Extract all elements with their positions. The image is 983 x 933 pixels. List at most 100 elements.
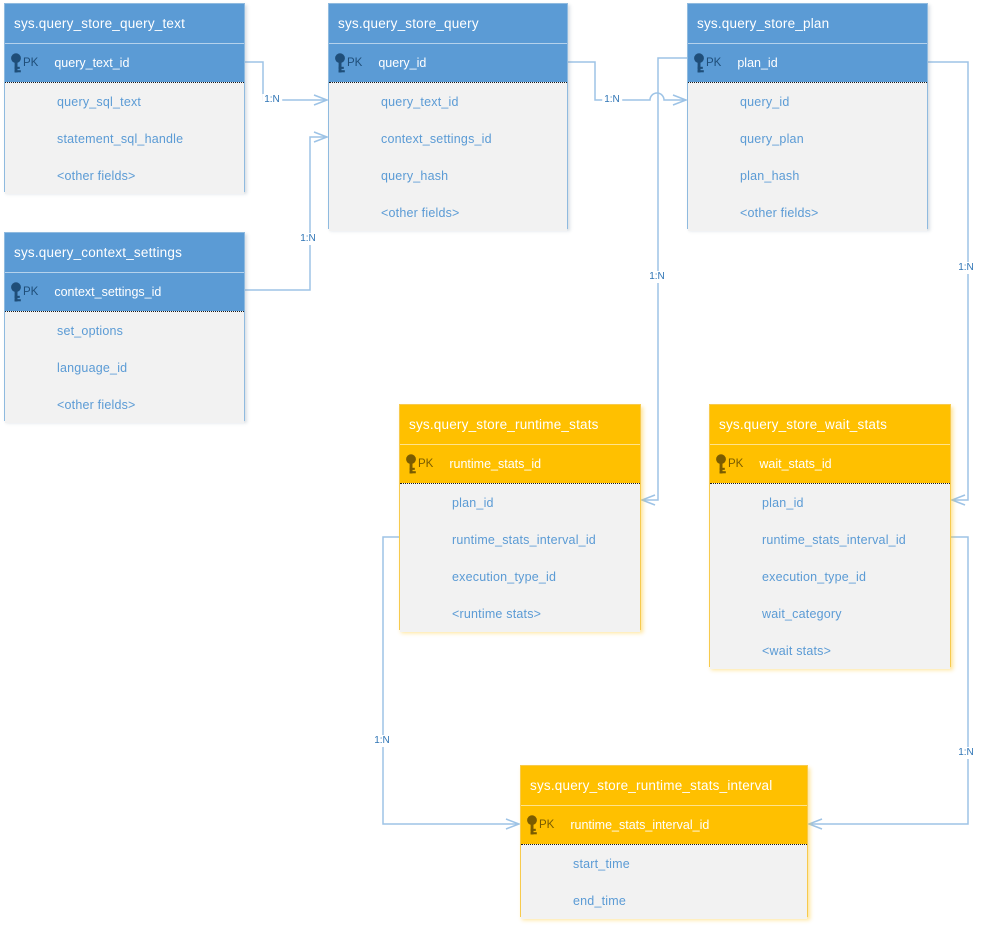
table-title-bar: sys.query_store_plan	[688, 4, 927, 44]
key-icon	[10, 281, 22, 303]
field-row: set_options	[5, 312, 244, 349]
field-name: query_hash	[381, 168, 449, 183]
table-body: plan_id runtime_stats_interval_id execut…	[710, 483, 950, 669]
table-body: plan_id runtime_stats_interval_id execut…	[400, 483, 640, 632]
field-name: <wait stats>	[762, 643, 832, 658]
relationship-label: 1:N	[372, 735, 392, 747]
field-row: plan_id	[400, 484, 640, 521]
field-row: <other fields>	[5, 386, 244, 423]
field-row: runtime_stats_interval_id	[710, 521, 950, 558]
key-icon	[10, 52, 22, 74]
field-name: <other fields>	[57, 168, 136, 183]
relationship-label: 1:N	[956, 262, 976, 274]
field-name: start_time	[573, 856, 630, 871]
field-name: end_time	[573, 893, 627, 908]
field-name: runtime_stats_interval_id	[762, 532, 906, 547]
field-row: execution_type_id	[400, 558, 640, 595]
table-title-bar: sys.query_store_runtime_stats	[400, 405, 640, 445]
field-row: end_time	[521, 882, 807, 919]
table-query-context-settings: sys.query_context_settings PK context_se…	[4, 232, 245, 423]
field-row: execution_type_id	[710, 558, 950, 595]
table-query-store-plan: sys.query_store_plan PK plan_id query_id…	[687, 3, 928, 231]
table-body: query_text_id context_settings_id query_…	[329, 82, 567, 231]
pk-field-name: context_settings_id	[54, 285, 162, 299]
relationship-wait-stats-to-interval	[806, 536, 969, 830]
pk-field-name: runtime_stats_id	[449, 457, 542, 471]
field-name: query_id	[740, 94, 790, 109]
relationship-label: 1:N	[298, 233, 318, 245]
field-name: plan_id	[452, 495, 494, 510]
table-query-store-query-text: sys.query_store_query_text PK query_text…	[4, 3, 245, 194]
relationship-query-to-plan	[568, 61, 689, 106]
table-title-bar: sys.query_store_runtime_stats_interval	[521, 766, 807, 806]
pk-tag: PK	[418, 458, 434, 470]
pk-row: PK plan_id	[688, 44, 927, 82]
table-title-bar: sys.query_store_wait_stats	[710, 405, 950, 445]
field-name: <other fields>	[740, 205, 819, 220]
field-row: <wait stats>	[710, 632, 950, 669]
key-icon	[526, 814, 538, 836]
field-name: statement_sql_handle	[57, 131, 184, 146]
table-body: set_options language_id <other fields>	[5, 311, 244, 423]
table-title: sys.query_store_plan	[697, 16, 830, 31]
field-row: plan_hash	[688, 157, 927, 194]
table-title: sys.query_store_runtime_stats_interval	[530, 778, 773, 793]
pk-field-name: query_text_id	[54, 56, 130, 70]
relationship-label: 1:N	[956, 747, 976, 759]
field-name: query_text_id	[381, 94, 459, 109]
table-title: sys.query_store_runtime_stats	[409, 417, 599, 432]
key-icon	[334, 52, 346, 74]
table-title: sys.query_store_query_text	[14, 16, 186, 31]
table-title-bar: sys.query_store_query_text	[5, 4, 244, 44]
pk-row: PK query_id	[329, 44, 567, 82]
table-query-store-query: sys.query_store_query PK query_id query_…	[328, 3, 568, 231]
field-row: query_hash	[329, 157, 567, 194]
field-row: <other fields>	[688, 194, 927, 231]
relationship-query-text-to-query	[245, 61, 330, 106]
field-name: <other fields>	[381, 205, 460, 220]
relationship-plan-to-wait-stats	[928, 61, 969, 506]
field-row: query_plan	[688, 120, 927, 157]
key-icon	[405, 453, 417, 475]
field-name: execution_type_id	[452, 569, 557, 584]
pk-row: PK query_text_id	[5, 44, 244, 82]
field-name: query_plan	[740, 131, 804, 146]
pk-row: PK wait_stats_id	[710, 445, 950, 483]
field-name: wait_category	[762, 606, 842, 621]
pk-field-name: query_id	[378, 56, 427, 70]
pk-row: PK runtime_stats_interval_id	[521, 806, 807, 844]
pk-field-name: wait_stats_id	[759, 457, 832, 471]
table-body: start_time end_time	[521, 844, 807, 919]
key-icon	[715, 453, 727, 475]
relationship-label: 1:N	[262, 94, 282, 106]
pk-row: PK context_settings_id	[5, 273, 244, 311]
field-row: runtime_stats_interval_id	[400, 521, 640, 558]
field-name: plan_hash	[740, 168, 800, 183]
field-row: start_time	[521, 845, 807, 882]
table-title: sys.query_store_wait_stats	[719, 417, 888, 432]
field-row: <other fields>	[5, 157, 244, 194]
pk-row: PK runtime_stats_id	[400, 445, 640, 483]
key-icon	[693, 52, 705, 74]
table-title-bar: sys.query_store_query	[329, 4, 567, 44]
table-title: sys.query_store_query	[338, 16, 479, 31]
table-body: query_id query_plan plan_hash <other fie…	[688, 82, 927, 231]
relationship-runtime-stats-to-interval	[382, 536, 522, 830]
field-name: execution_type_id	[762, 569, 867, 584]
field-row: statement_sql_handle	[5, 120, 244, 157]
table-query-store-wait-stats: sys.query_store_wait_stats PK wait_stats…	[709, 404, 951, 669]
field-row: query_sql_text	[5, 83, 244, 120]
pk-tag: PK	[539, 819, 555, 831]
field-row: wait_category	[710, 595, 950, 632]
pk-tag: PK	[23, 57, 39, 69]
table-query-store-runtime-stats-interval: sys.query_store_runtime_stats_interval P…	[520, 765, 808, 919]
table-body: query_sql_text statement_sql_handle <oth…	[5, 82, 244, 194]
field-row: query_text_id	[329, 83, 567, 120]
field-name: language_id	[57, 360, 128, 375]
field-name: query_sql_text	[57, 94, 142, 109]
field-row: <runtime stats>	[400, 595, 640, 632]
table-title: sys.query_context_settings	[14, 245, 183, 260]
field-row: context_settings_id	[329, 120, 567, 157]
pk-field-name: runtime_stats_interval_id	[570, 818, 710, 832]
